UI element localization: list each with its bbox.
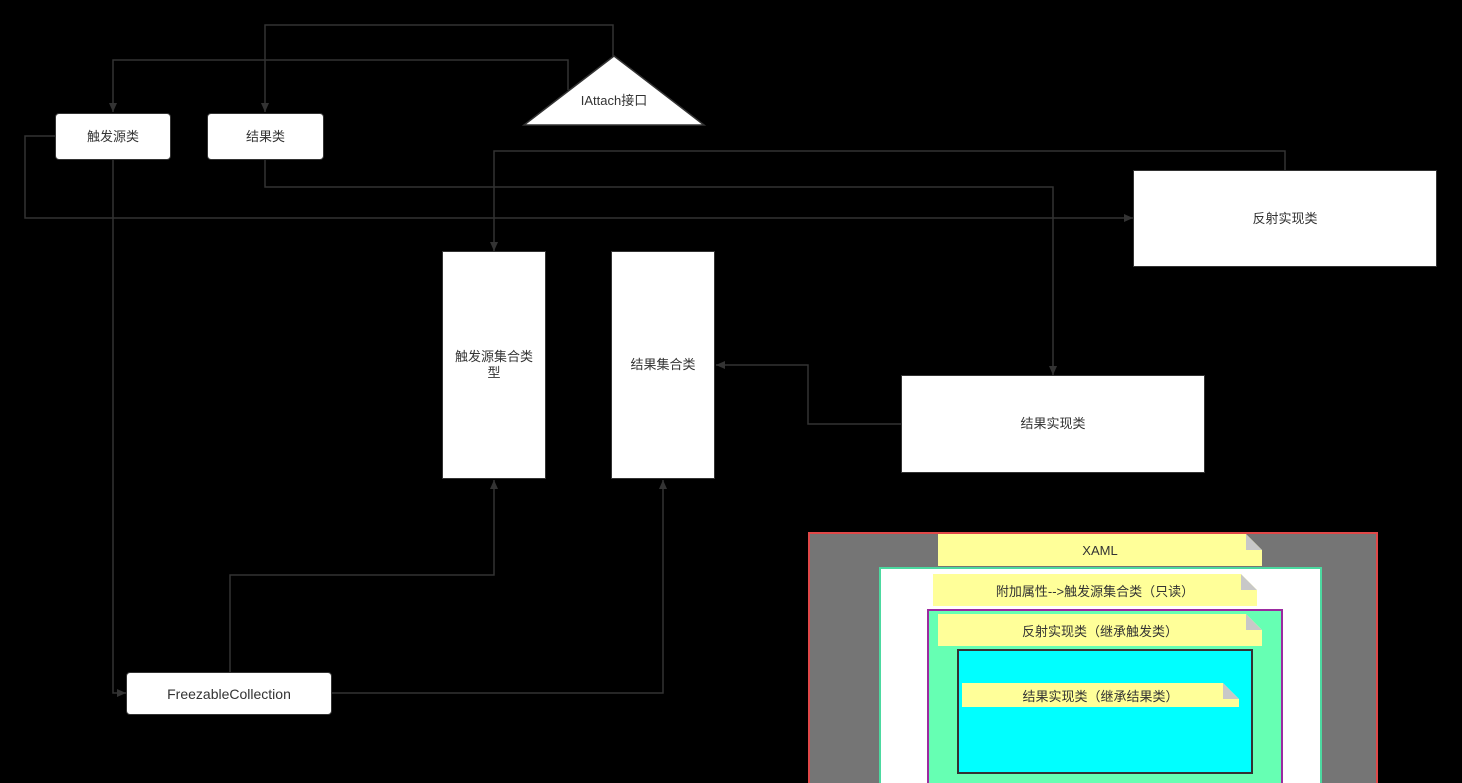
iattach-interface-label: IAttach接口 xyxy=(580,93,648,108)
result-class-node: 结果类 xyxy=(207,113,324,160)
result-impl-panel xyxy=(957,649,1253,774)
reflection-impl-class-node: 反射实现类 xyxy=(1133,170,1437,267)
freezable-collection-node: FreezableCollection xyxy=(126,672,332,715)
trigger-source-collection-node: 触发源集合类型 xyxy=(442,251,546,479)
edge-iattach-to-result xyxy=(261,24,614,112)
attached-property-note: 附加属性-->触发源集合类（只读） xyxy=(933,574,1257,606)
result-impl-note-label: 结果实现类（继承结果类） xyxy=(1022,688,1179,704)
reflection-impl-note: 反射实现类（继承触发类） xyxy=(938,614,1262,646)
edge-result-to-result-impl xyxy=(264,160,1057,375)
edge-reflection-to-trigger-collection xyxy=(490,150,1286,251)
attached-property-note-label: 附加属性-->触发源集合类（只读） xyxy=(995,583,1195,599)
edge-trigger-source-to-freezable xyxy=(112,160,126,697)
xaml-note: XAML xyxy=(938,534,1262,566)
edge-iattach-to-trigger-source xyxy=(109,59,569,112)
result-collection-node: 结果集合类 xyxy=(611,251,715,479)
reflection-impl-note-label: 反射实现类（继承触发类） xyxy=(1021,623,1178,639)
trigger-source-class-node: 触发源类 xyxy=(55,113,171,160)
edge-freezable-to-result-collection xyxy=(332,480,667,694)
edge-result-impl-to-result-collection xyxy=(716,361,902,425)
result-impl-note: 结果实现类（继承结果类） xyxy=(962,683,1239,707)
xaml-note-label: XAML xyxy=(1082,542,1118,558)
iattach-triangle-shape xyxy=(521,55,707,126)
result-impl-class-node: 结果实现类 xyxy=(901,375,1205,473)
edge-freezable-to-trigger-collection xyxy=(229,480,498,672)
edge-trigger-source-to-reflection xyxy=(24,135,1133,222)
